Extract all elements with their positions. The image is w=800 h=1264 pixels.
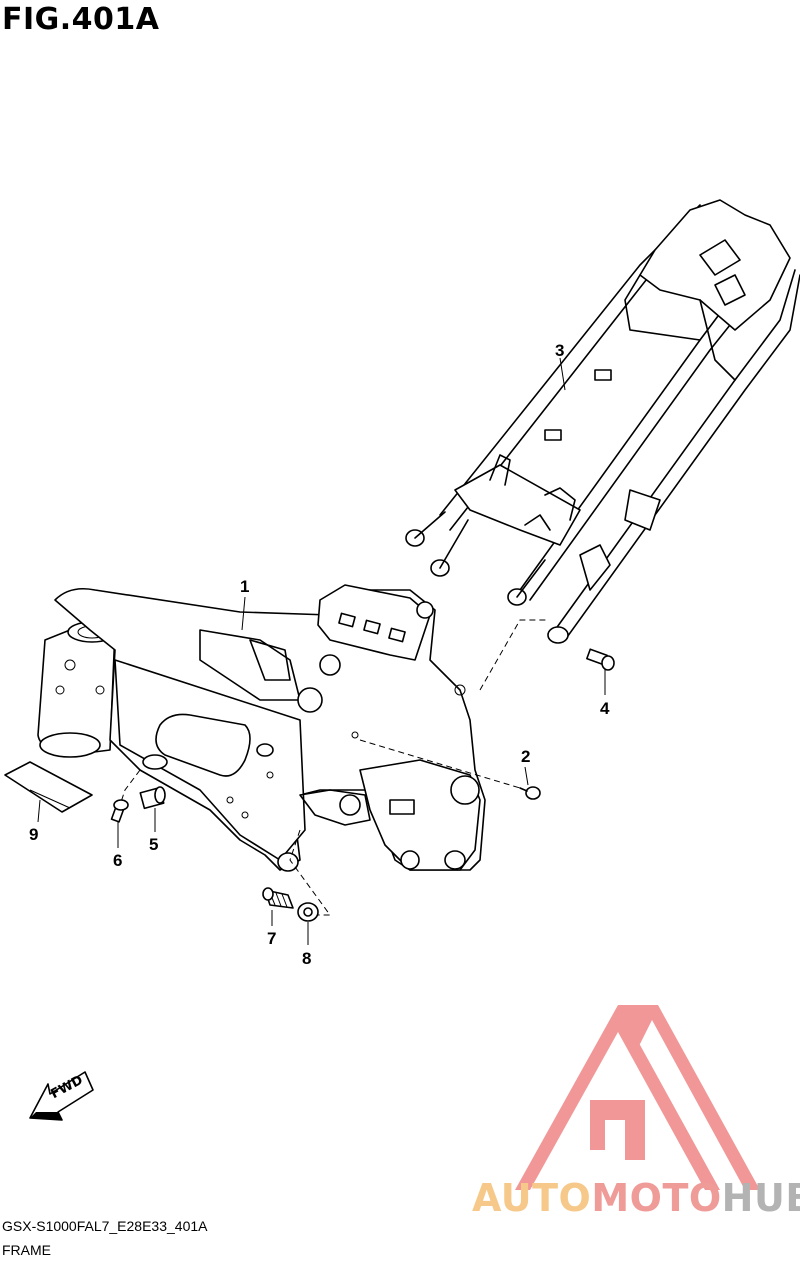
leader-lines: [37, 357, 606, 945]
part-6-bolt[interactable]: [110, 799, 129, 823]
callout-6: 6: [113, 851, 123, 870]
part-9-label[interactable]: [4, 761, 93, 813]
callout-9: 9: [29, 825, 39, 844]
part-7-adjuster[interactable]: [262, 887, 294, 909]
part-2-bolt[interactable]: [519, 786, 541, 800]
callout-7: 7: [267, 929, 277, 948]
fwd-arrow: [29, 1071, 94, 1121]
callout-5: 5: [149, 835, 159, 854]
callout-1: 1: [240, 577, 250, 596]
section-name: FRAME: [2, 1242, 51, 1258]
main-frame-drawing[interactable]: [37, 584, 486, 872]
figure-title: FIG.401A: [2, 2, 160, 37]
callout-3: 3: [555, 341, 565, 360]
seat-rail-drawing[interactable]: [405, 199, 800, 644]
callout-8: 8: [302, 949, 312, 968]
watermark-text: AUTOMOTOHUB: [472, 1176, 800, 1220]
part-4-bolt[interactable]: [586, 648, 615, 671]
part-8-nut[interactable]: [297, 902, 319, 922]
part-5-collar[interactable]: [139, 786, 166, 810]
model-code: GSX-S1000FAL7_E28E33_401A: [2, 1218, 208, 1234]
callout-4: 4: [600, 699, 610, 718]
callout-2: 2: [521, 747, 531, 766]
watermark-logo: [515, 1005, 760, 1190]
